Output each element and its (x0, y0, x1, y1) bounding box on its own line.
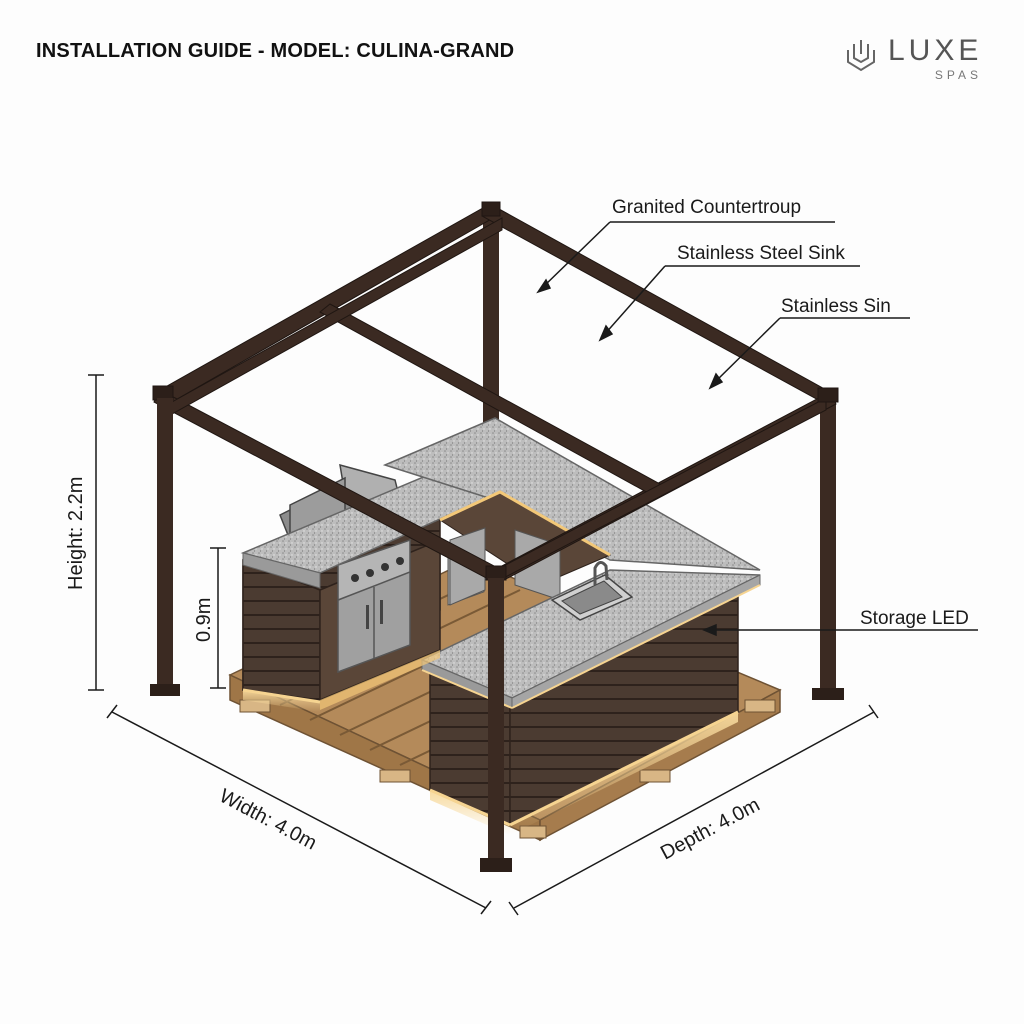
dimension-depth: Depth: 4.0m (657, 794, 764, 865)
pergola-front-posts (150, 398, 512, 872)
callout-storage-led: Storage LED (860, 608, 969, 629)
brand-subtitle: SPAS (934, 68, 982, 82)
callout-leaders (536, 221, 978, 637)
dimension-height: Height: 2.2m (65, 477, 87, 590)
brand-name: LUXE (888, 34, 983, 67)
callout-sink-2: Stainless Sin (781, 296, 891, 317)
dimension-width: Width: 4.0m (216, 785, 321, 855)
dimension-lines (88, 374, 879, 916)
callout-countertop: Granited Countertroup (612, 197, 801, 218)
callout-sink: Stainless Steel Sink (677, 243, 845, 264)
luxe-logo-icon (847, 40, 875, 72)
page-title: INSTALLATION GUIDE - MODEL: CULINA-GRAND (36, 40, 515, 62)
dimension-counter-height: 0.9m (193, 598, 215, 642)
brand-logo-block: LUXE SPAS (844, 34, 984, 86)
sink (550, 561, 634, 621)
